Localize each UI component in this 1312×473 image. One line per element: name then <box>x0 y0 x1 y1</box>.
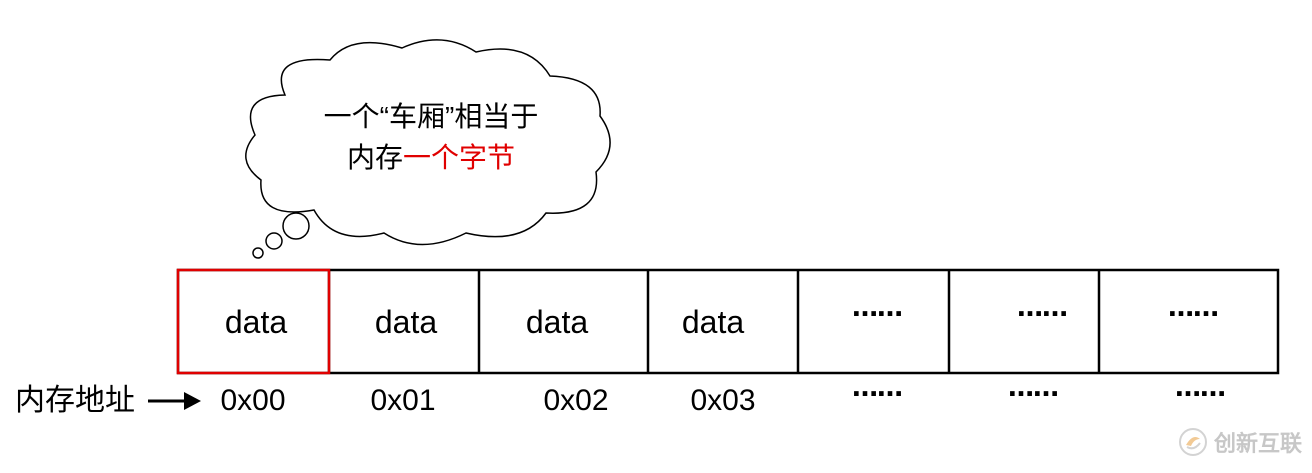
cell-label-ellipsis: …… <box>852 293 903 323</box>
cloud-line-2-red: 一个字节 <box>403 142 516 173</box>
thought-bubble-medium <box>265 232 283 250</box>
watermark: 创新互联 <box>1178 427 1302 457</box>
watermark-text: 创新互联 <box>1214 431 1303 456</box>
cell-label-ellipsis: …… <box>1168 293 1219 323</box>
address-label: 0x00 <box>220 384 286 417</box>
address-row-title: 内存地址 <box>15 384 135 417</box>
cell-label: data <box>374 304 438 340</box>
highlighted-cell-border <box>176 268 331 375</box>
address-label: 0x02 <box>543 384 609 417</box>
thought-bubble-small <box>252 247 264 259</box>
address-arrow-head <box>184 392 201 410</box>
address-label-ellipsis: …… <box>1175 373 1226 403</box>
address-label: 0x03 <box>690 384 756 417</box>
address-label: 0x01 <box>370 384 436 417</box>
cell-label: data <box>224 304 288 340</box>
cell-label: data <box>681 304 745 340</box>
address-label-ellipsis: …… <box>1008 373 1059 403</box>
thought-bubble-large <box>282 212 310 240</box>
cloud-line-2-black: 内存 <box>346 142 403 173</box>
thought-cloud <box>245 39 611 246</box>
cloud-line-2: 内存一个字节 <box>347 144 515 172</box>
brand-logo-icon <box>1179 428 1207 456</box>
address-label-ellipsis: …… <box>852 373 903 403</box>
cell-label: data <box>525 304 589 340</box>
cell-label-ellipsis: …… <box>1017 293 1068 323</box>
cloud-line-1: 一个“车厢”相当于 <box>323 101 539 132</box>
